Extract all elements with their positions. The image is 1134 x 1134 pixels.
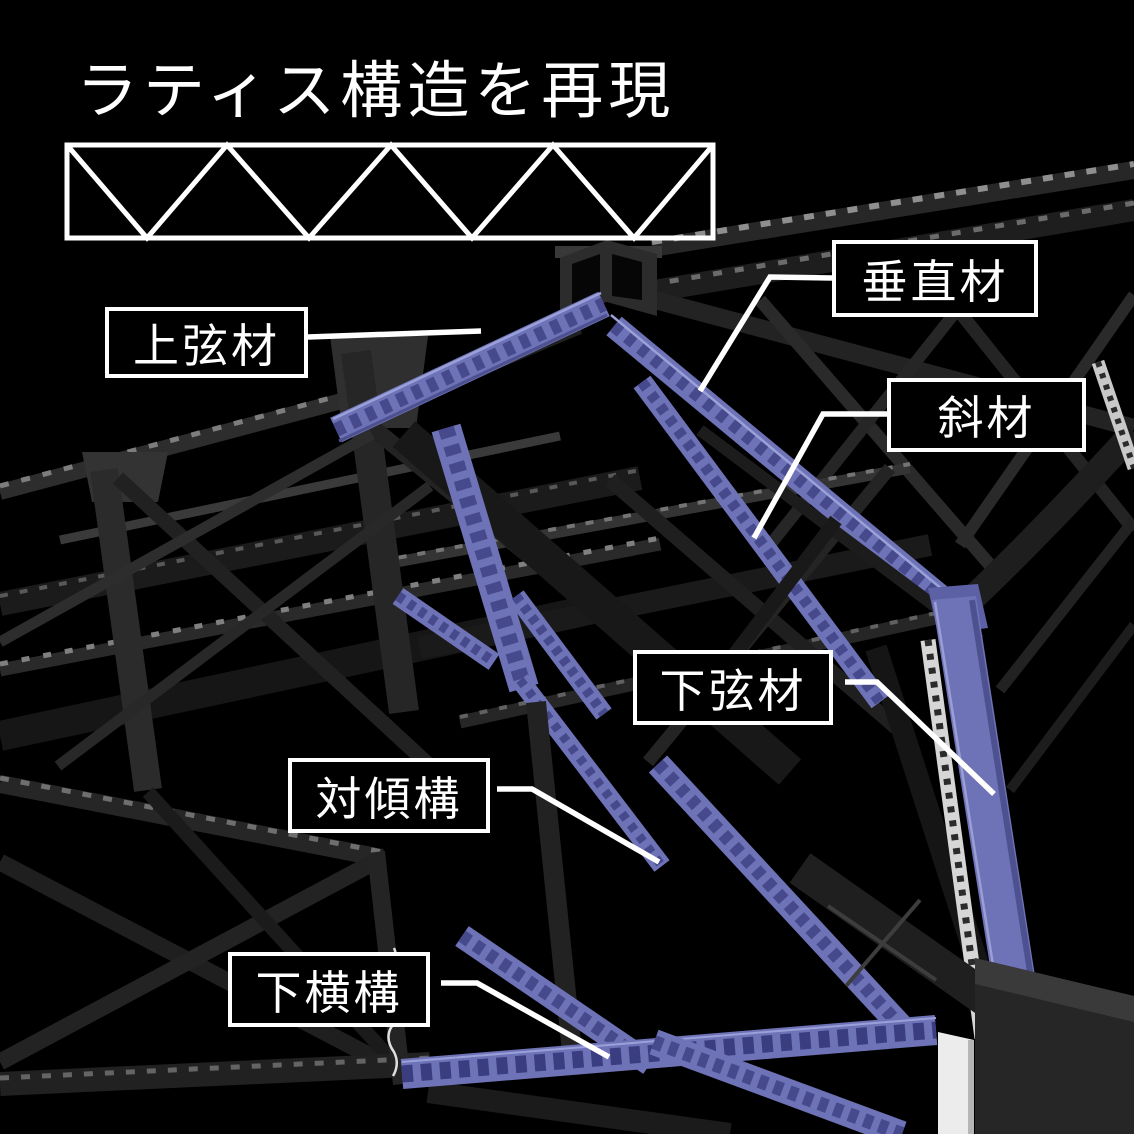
sway-bracing-members	[392, 423, 670, 872]
upper-chord-member	[330, 291, 610, 443]
right-edge-lattice-strip	[1091, 359, 1134, 471]
diagonal-member-highlight	[633, 375, 889, 709]
leader-lines	[307, 274, 996, 1060]
top-portal-frame	[555, 240, 662, 316]
leader-diagonal	[751, 411, 887, 540]
label-lower-chord: 下弦材	[633, 650, 833, 725]
label-vertical-member: 垂直材	[832, 240, 1038, 317]
leader-upper-chord	[307, 328, 482, 340]
label-lower-lateral-bracing: 下横構	[228, 952, 430, 1027]
lower-chord-member	[928, 584, 1044, 1042]
bearing-node	[789, 853, 1134, 1134]
page-title: ラティス構造を再現	[76, 57, 676, 126]
label-lower-lateral-bracing-text: 下横構	[255, 966, 403, 1019]
truss-diagram	[64, 141, 716, 242]
leader-lateral	[441, 980, 611, 1060]
leader-lower-chord	[845, 679, 996, 796]
label-lower-chord-text: 下弦材	[659, 664, 807, 717]
label-sway-bracing: 対傾構	[288, 758, 490, 833]
leader-vertical	[697, 274, 833, 393]
label-diagonal-member-text: 斜材	[937, 392, 1036, 444]
label-upper-chord: 上弦材	[105, 307, 308, 378]
label-sway-bracing-text: 対傾構	[315, 772, 463, 825]
leader-sway	[497, 786, 661, 865]
vertical-member-highlight	[606, 314, 960, 616]
label-upper-chord-text: 上弦材	[133, 319, 280, 372]
bottom-purple-members	[400, 755, 938, 1134]
label-vertical-member-text: 垂直材	[861, 255, 1009, 308]
label-diagonal-member: 斜材	[887, 378, 1086, 452]
